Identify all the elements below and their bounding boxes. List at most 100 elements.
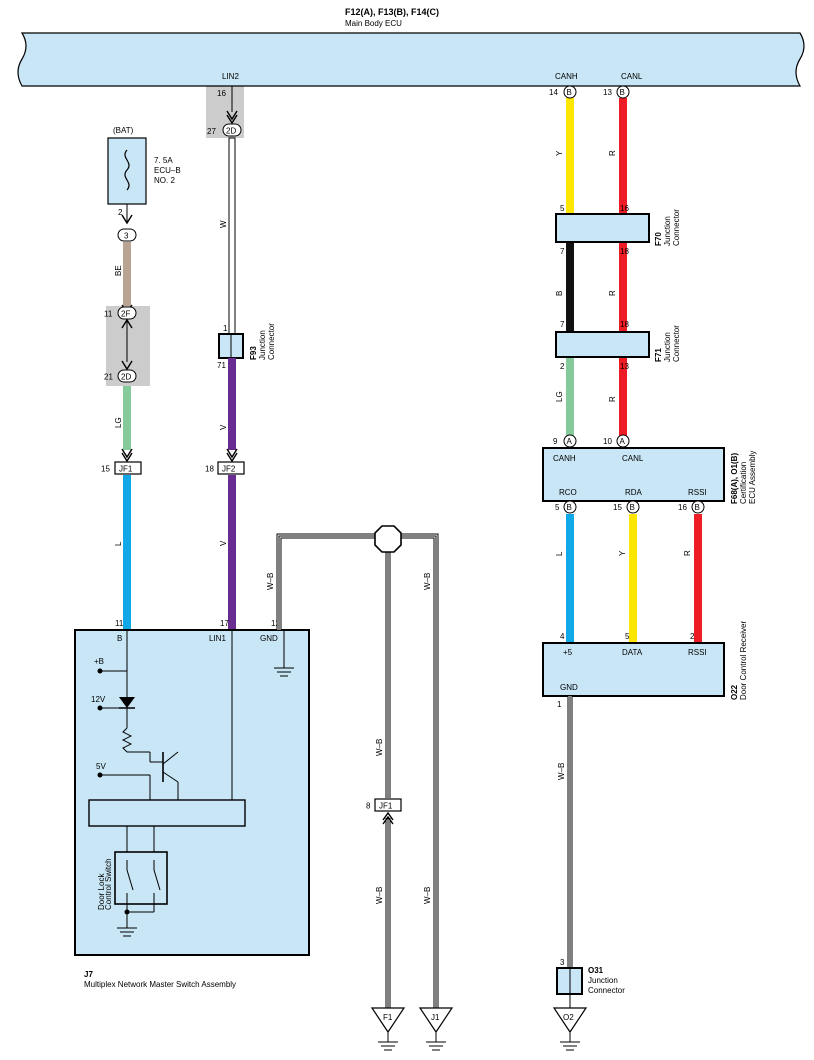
o22-door-control-receiver: 4 5 2 +5 DATA RSSI GND O22 Door Control …	[542, 621, 748, 709]
j7-pin-gnd: GND	[260, 634, 278, 643]
pin-18: 18	[205, 465, 214, 474]
pin-16: 16	[217, 89, 226, 98]
cert-pin-10: 10	[603, 437, 612, 446]
wire-r-3: R	[608, 396, 617, 402]
o31-pin-3: 3	[560, 958, 565, 967]
pin-11: 11	[104, 310, 113, 319]
f70-pin-7: 7	[560, 247, 565, 256]
connector-2d-lower: 2D 21	[104, 369, 137, 383]
wire-y-2: Y	[618, 550, 627, 556]
o22-ground-wire: W–B	[557, 696, 573, 1008]
cert-canh: CANH	[553, 454, 576, 463]
o22-pin-4: 4	[560, 632, 565, 641]
cert-name1: Certification	[739, 462, 748, 504]
f93-name1: Junction	[258, 330, 267, 360]
j7-name: Multiplex Network Master Switch Assembly	[84, 980, 236, 989]
ecu-can-pins: B 14 B 13	[549, 85, 630, 99]
f71-pin-2: 2	[560, 362, 565, 371]
f71-junction-connector: 7 18 2 13 F71 Junction Connector	[555, 320, 681, 371]
f93-code: F93	[249, 346, 258, 360]
wire-y-1: Y	[555, 150, 564, 156]
door-lock-switch-icon	[114, 851, 168, 905]
connector-jf1-lower: JF1 8	[366, 798, 402, 825]
wire-wb-6: W–B	[557, 763, 566, 780]
connector-jf2: JF2 18	[205, 461, 245, 475]
wire-l-2: L	[555, 551, 564, 556]
svg-text:J1: J1	[431, 1013, 440, 1022]
pin-14: 14	[549, 88, 558, 97]
j7-code-label: J7	[84, 970, 93, 979]
wire-r-2: R	[608, 290, 617, 296]
certification-ecu-assembly: A 9 A 10 CANH CANL RCO RDA RSSI B 5 B 15…	[542, 434, 757, 514]
o22-code: O22	[730, 684, 739, 700]
j7-5v: 5V	[96, 762, 106, 771]
switch-name2: Control Switch	[104, 858, 113, 910]
o31-name2: Connector	[588, 986, 625, 995]
ground-point-f1: F1	[370, 1007, 406, 1051]
f70-pin-16: 16	[620, 204, 629, 213]
svg-text:3: 3	[124, 232, 129, 241]
f71-name1: Junction	[663, 332, 672, 362]
o22-pin-2: 2	[690, 632, 695, 641]
wire-l-1: L	[114, 541, 123, 546]
ecu-name: Main Body ECU	[345, 19, 402, 28]
connector-jf1: JF1 15	[101, 461, 142, 475]
cert-rssi: RSSI	[688, 488, 707, 497]
bat-wire: 2 BE	[114, 204, 133, 306]
ecu-pin-canh: CANH	[555, 72, 578, 81]
lin1-wire: V V	[219, 358, 238, 630]
f71-code: F71	[654, 348, 663, 362]
pin-11-j7: 11	[115, 619, 124, 628]
o22-pin-1: 1	[557, 700, 562, 709]
fuse-rating: 7. 5A	[154, 156, 173, 165]
cert-pin-5: 5	[555, 503, 560, 512]
wb-splice-wiring: W–B W–B W–B W–B W–B	[266, 525, 439, 1008]
wire-r-4: R	[683, 550, 692, 556]
svg-text:A: A	[620, 437, 626, 446]
svg-text:B: B	[695, 503, 700, 512]
pin-71: 71	[217, 361, 226, 370]
f71-pin-7: 7	[560, 320, 565, 329]
j7-pin-lin1: LIN1	[209, 634, 226, 643]
switch-name1: Door Lock	[97, 873, 106, 910]
wire-r-1: R	[608, 150, 617, 156]
f93-junction-connector: 1 71 F93 Junction Connector	[217, 323, 276, 370]
resistor-icon	[121, 727, 133, 753]
svg-text:JF2: JF2	[222, 465, 236, 474]
cert-name2: ECU Assembly	[748, 451, 757, 504]
f70-name1: Junction	[663, 216, 672, 246]
pin-8: 8	[366, 802, 371, 811]
o22-name: Door Control Receiver	[739, 621, 748, 700]
svg-text:B: B	[567, 503, 572, 512]
f71-pin-18: 18	[620, 320, 629, 329]
o22-plus5: +5	[563, 648, 573, 657]
ecu-code: F12(A), F13(B), F14(C)	[345, 7, 439, 17]
j7-pin-b: B	[117, 634, 122, 643]
wire-w: W	[219, 220, 228, 228]
pin-17-j7: 17	[220, 619, 229, 628]
pin-2: 2	[118, 208, 123, 217]
fuse-icon	[124, 149, 130, 191]
j7-master-switch-assembly: 11 17 12 B LIN1 GND J7 Multiplex Network…	[74, 619, 310, 989]
bat-label: (BAT)	[113, 126, 134, 135]
o22-gnd: GND	[560, 683, 578, 692]
cert-pin-15: 15	[613, 503, 622, 512]
cert-pin-9: 9	[553, 437, 558, 446]
wire-wb-2: W–B	[423, 573, 432, 590]
cert-pin-16: 16	[678, 503, 687, 512]
f70-junction-connector: 5 16 7 18 F70 Junction Connector	[555, 204, 681, 256]
ground-icon	[117, 927, 137, 937]
f93-name2: Connector	[267, 323, 276, 360]
ecu-pin-canl: CANL	[621, 72, 643, 81]
pin-12-j7: 12	[271, 619, 280, 628]
o31-name1: Junction	[588, 976, 618, 985]
svg-text:O2: O2	[563, 1013, 574, 1022]
svg-text:2F: 2F	[121, 310, 130, 319]
f71-name2: Connector	[672, 325, 681, 362]
ground-point-o2: O2	[552, 1007, 588, 1051]
wire-wb-5: W–B	[423, 887, 432, 904]
cert-canl: CANL	[622, 454, 644, 463]
ground-icon	[274, 667, 294, 677]
ecu-pin-lin2: LIN2	[222, 72, 239, 81]
